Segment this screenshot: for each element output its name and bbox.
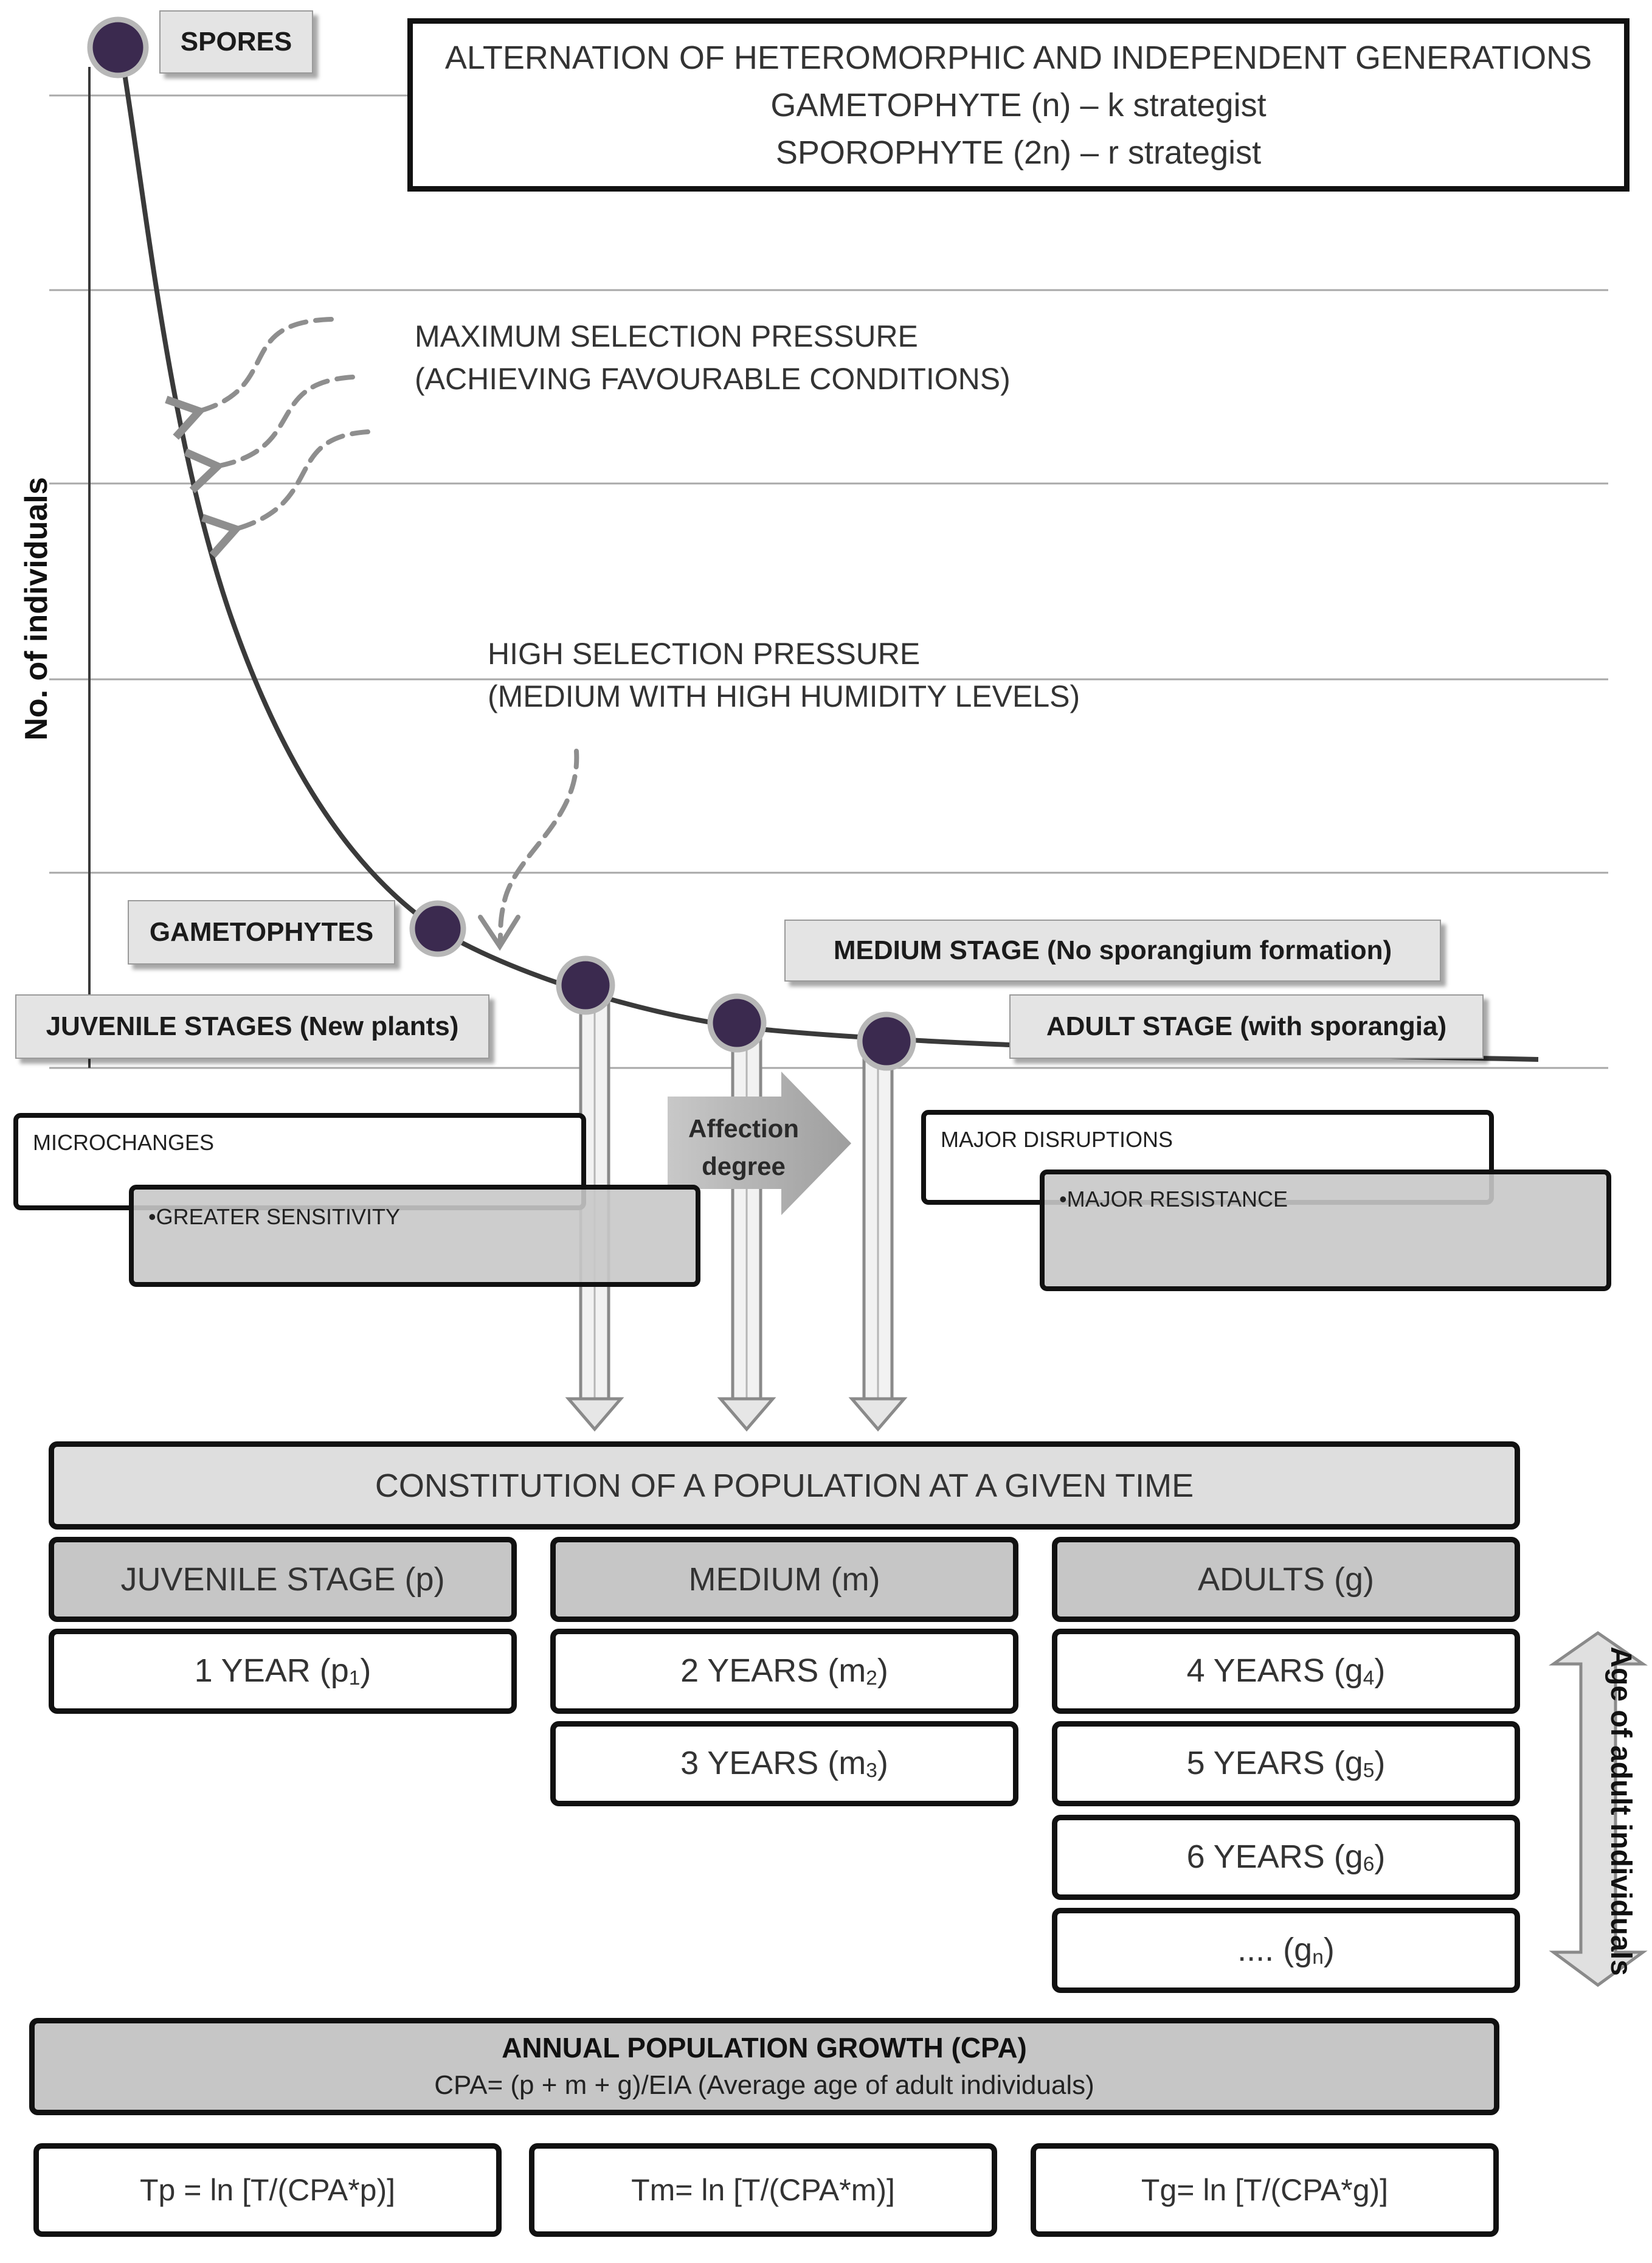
header-juvenile: JUVENILE STAGE (p)	[49, 1537, 517, 1622]
cell-medium-3: 3 YEARS (m3)	[550, 1721, 1018, 1806]
greater-sensitivity-text: •GREATER SENSITIVITY	[148, 1204, 401, 1229]
header-medium: MEDIUM (m)	[550, 1537, 1018, 1622]
growth-formula: CPA= (p + m + g)/EIA (Average age of adu…	[434, 2070, 1094, 2100]
node-juvenile	[556, 955, 615, 1015]
label-spores: SPORES	[159, 10, 313, 74]
label-juvenile-stages: JUVENILE STAGES (New plants)	[15, 994, 489, 1059]
node-medium	[707, 993, 767, 1053]
header-line-3: SPOROPHYTE (2n) – r strategist	[775, 134, 1262, 171]
affection-degree-text: Affection degree	[668, 1110, 820, 1185]
generations-header: ALTERNATION OF HETEROMORPHIC AND INDEPEN…	[407, 18, 1630, 192]
high-pressure-text: HIGH SELECTION PRESSURE (MEDIUM WITH HIG…	[488, 632, 1080, 718]
node-adult	[857, 1011, 916, 1071]
population-title: CONSTITUTION OF A POPULATION AT A GIVEN …	[49, 1441, 1520, 1530]
y-axis-label: No. of individuals	[19, 477, 54, 741]
high-pressure-line-1: HIGH SELECTION PRESSURE	[488, 637, 921, 671]
affection-line-2: degree	[702, 1152, 786, 1180]
node-spores	[87, 16, 149, 78]
formula-tm: Tm= ln [T/(CPA*m)]	[529, 2143, 997, 2237]
cell-medium-2: 2 YEARS (m2)	[550, 1629, 1018, 1714]
affection-arrow-shape	[668, 1072, 851, 1215]
cell-adults-6: 6 YEARS (g6)	[1052, 1815, 1520, 1900]
down-arrows	[565, 986, 908, 1432]
age-adults-label: Age of adult individuals	[1605, 1646, 1637, 1976]
age-double-arrow	[1549, 1631, 1648, 1987]
max-pressure-arrows	[195, 317, 370, 530]
major-resistance-box: •MAJOR RESISTANCE	[1040, 1170, 1611, 1291]
header-adults: ADULTS (g)	[1052, 1537, 1520, 1622]
node-gametophytes	[409, 900, 466, 957]
label-medium-stage: MEDIUM STAGE (No sporangium formation)	[784, 920, 1441, 982]
max-pressure-line-2: (ACHIEVING FAVOURABLE CONDITIONS)	[415, 362, 1011, 396]
cell-juvenile-1: 1 YEAR (p1)	[49, 1629, 517, 1714]
label-gametophytes: GAMETOPHYTES	[128, 900, 395, 965]
greater-sensitivity-box: •GREATER SENSITIVITY	[129, 1185, 700, 1287]
header-line-1: ALTERNATION OF HETEROMORPHIC AND INDEPEN…	[444, 39, 1592, 76]
major-disruptions-text: MAJOR DISRUPTIONS	[941, 1127, 1173, 1152]
formula-tp: Tp = ln [T/(CPA*p)]	[33, 2143, 502, 2237]
affection-line-1: Affection	[688, 1114, 799, 1143]
high-pressure-line-2: (MEDIUM WITH HIGH HUMIDITY LEVELS)	[488, 679, 1080, 713]
grid-lines	[49, 94, 1608, 1069]
header-line-2: GAMETOPHYTE (n) – k strategist	[770, 86, 1267, 123]
growth-title: ANNUAL POPULATION GROWTH (CPA)	[502, 2032, 1027, 2064]
max-pressure-text: MAXIMUM SELECTION PRESSURE (ACHIEVING FA…	[415, 315, 1011, 400]
formula-tg: Tg= ln [T/(CPA*g)]	[1031, 2143, 1499, 2237]
stage-nodes	[87, 16, 916, 1071]
growth-box: ANNUAL POPULATION GROWTH (CPA) CPA= (p +…	[29, 2018, 1499, 2115]
cell-adults-n: .... (gn)	[1052, 1908, 1520, 1993]
high-pressure-arrow	[497, 749, 579, 944]
cell-adults-5: 5 YEARS (g5)	[1052, 1721, 1520, 1806]
major-resistance-text: •MAJOR RESISTANCE	[1059, 1187, 1288, 1211]
max-pressure-line-1: MAXIMUM SELECTION PRESSURE	[415, 319, 918, 353]
cell-adults-4: 4 YEARS (g4)	[1052, 1629, 1520, 1714]
label-adult-stage: ADULT STAGE (with sporangia)	[1009, 994, 1484, 1059]
microchanges-text: MICROCHANGES	[33, 1130, 215, 1155]
